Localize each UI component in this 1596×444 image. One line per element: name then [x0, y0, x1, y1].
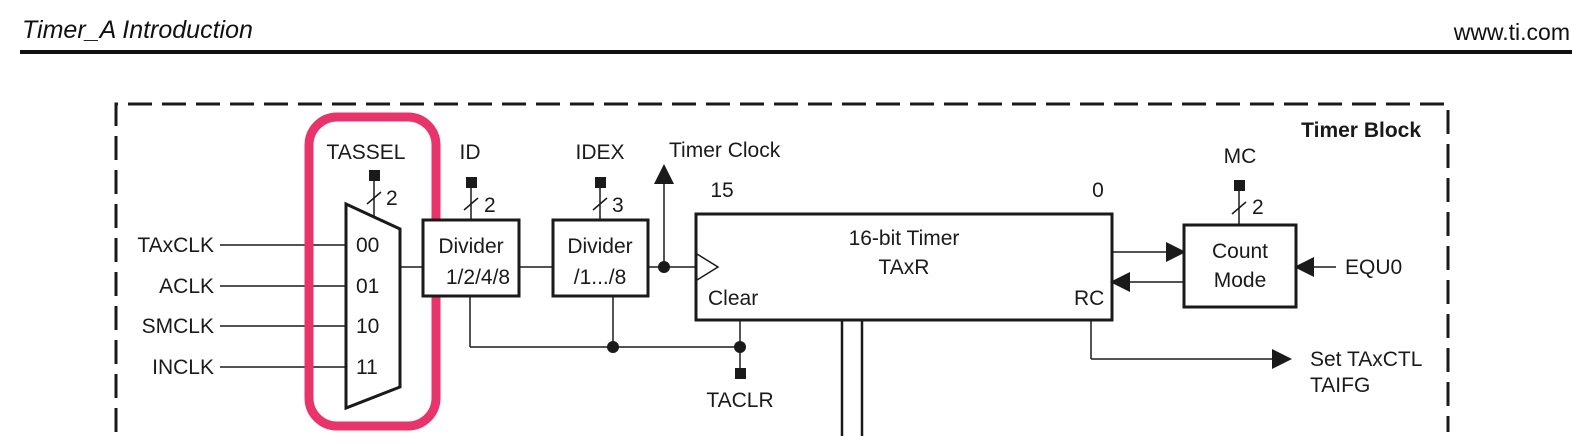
output-line1: Set TAxCTL [1310, 348, 1422, 371]
equ0-label: EQU0 [1345, 256, 1402, 279]
timer-bit-low: 0 [1092, 179, 1104, 202]
taclr-label: TACLR [706, 389, 773, 412]
count-mode-line2: Mode [1214, 269, 1267, 292]
divider-id-line1: Divider [438, 235, 503, 258]
mux-code-00: 00 [356, 234, 379, 257]
divider-id-line2: 1/2/4/8 [446, 266, 510, 289]
site-url: www.ti.com [1453, 19, 1570, 45]
mux-code-11: 11 [356, 356, 378, 379]
mc-bus-width: 2 [1252, 196, 1264, 219]
tassel-control-pin [369, 170, 380, 181]
mc-control-pin [1234, 180, 1245, 191]
count-mode-box [1182, 223, 1298, 309]
mux-code-10: 10 [356, 315, 379, 338]
output-line2: TAIFG [1310, 374, 1370, 397]
timer-clear-label: Clear [708, 287, 758, 310]
idex-control-pin [595, 177, 606, 188]
divider-id-box [421, 218, 521, 298]
input-aclk: ACLK [159, 275, 214, 298]
timer-bit-high: 15 [710, 179, 733, 202]
id-bus-width: 2 [484, 194, 496, 217]
clock-inputs [220, 244, 346, 368]
mux-code-01: 01 [356, 275, 379, 298]
clear-junction-idex [607, 341, 619, 353]
timer-block-label: Timer Block [1301, 119, 1421, 142]
divider-idex-line2: /1.../8 [574, 266, 627, 289]
timer-block-boundary [114, 102, 1450, 432]
timer-clock-label: Timer Clock [669, 139, 781, 162]
timer-title-line1: 16-bit Timer [849, 227, 960, 250]
taclr-pin [735, 368, 746, 379]
input-inclk: INCLK [152, 356, 214, 379]
tassel-label: TASSEL [327, 141, 406, 164]
timer-register-box [694, 212, 1114, 322]
id-control-pin [466, 177, 477, 188]
divider-idex-box [551, 218, 650, 298]
idex-bus-width: 3 [612, 194, 624, 217]
tassel-bus-width: 2 [386, 187, 398, 210]
input-smclk: SMCLK [142, 315, 214, 338]
clock-input-triangle [696, 253, 720, 281]
mc-label: MC [1224, 145, 1257, 168]
count-mode-line1: Count [1212, 240, 1268, 263]
tassel-mux [344, 201, 402, 411]
section-title: Timer_A Introduction [22, 16, 253, 44]
input-taxclk: TAxCLK [137, 234, 214, 257]
timer-title-line2: TAxR [879, 256, 930, 279]
divider-idex-line1: Divider [567, 235, 632, 258]
header-rule [20, 50, 1572, 54]
page-header: Timer_A Introduction www.ti.com [0, 0, 1596, 56]
idex-label: IDEX [575, 141, 624, 164]
id-label: ID [460, 141, 481, 164]
timer-rc-label: RC [1074, 287, 1104, 310]
